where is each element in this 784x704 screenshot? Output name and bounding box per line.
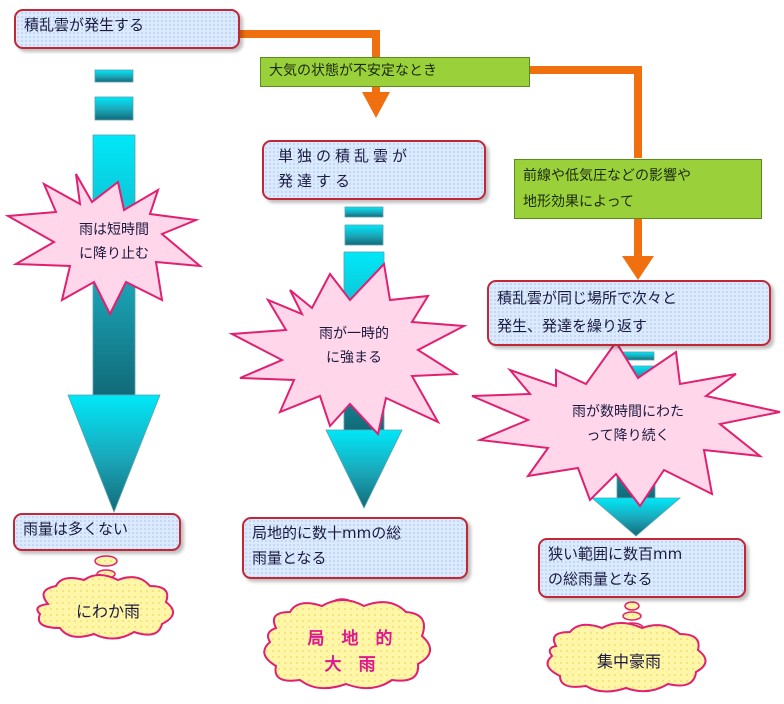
star-text-temporary-intense: 雨が一時的 に強まる (319, 326, 389, 366)
star-text-short-rain: 雨は短時間 に降り止む (79, 222, 149, 262)
right-starburst (471, 340, 781, 508)
box-repeated-cumulonimbus: 積乱雲が同じ場所で次々と 発生、発達を繰り返す (487, 280, 771, 346)
left-starburst (4, 173, 204, 317)
box-single-cumulonimbus: 単独の積乱雲が 発達する (262, 140, 486, 200)
left-cloud (36, 574, 174, 640)
condition-front-low-pressure: 前線や低気圧などの影響や 地形効果によって (514, 159, 762, 219)
box-narrow-hundreds-mm: 狭い範囲に数百mm の総雨量となる (538, 538, 746, 598)
cloud-text-local-heavy-rain-line2: 大 雨 (324, 655, 376, 675)
star-text-hours-continuous: 雨が数時間にわた って降り続く (572, 404, 684, 444)
box-cumulonimbus-forms: 積乱雲が発生する (14, 9, 240, 49)
box-rainfall-not-much: 雨量は多くない (13, 513, 181, 551)
cloud-text-local-heavy-rain-line1: 局 地 的 (307, 629, 393, 649)
cloud-text-torrential-rain: 集中豪雨 (596, 652, 661, 671)
cloud-text-shower: にわか雨 (75, 602, 140, 621)
middle-starburst (228, 261, 468, 437)
condition-unstable-atmosphere: 大気の状態が不安定なとき (260, 57, 530, 87)
middle-cloud (263, 599, 431, 690)
right-cloud (546, 622, 707, 693)
box-local-tens-mm: 局地的に数十mmの総 雨量となる (242, 517, 468, 579)
